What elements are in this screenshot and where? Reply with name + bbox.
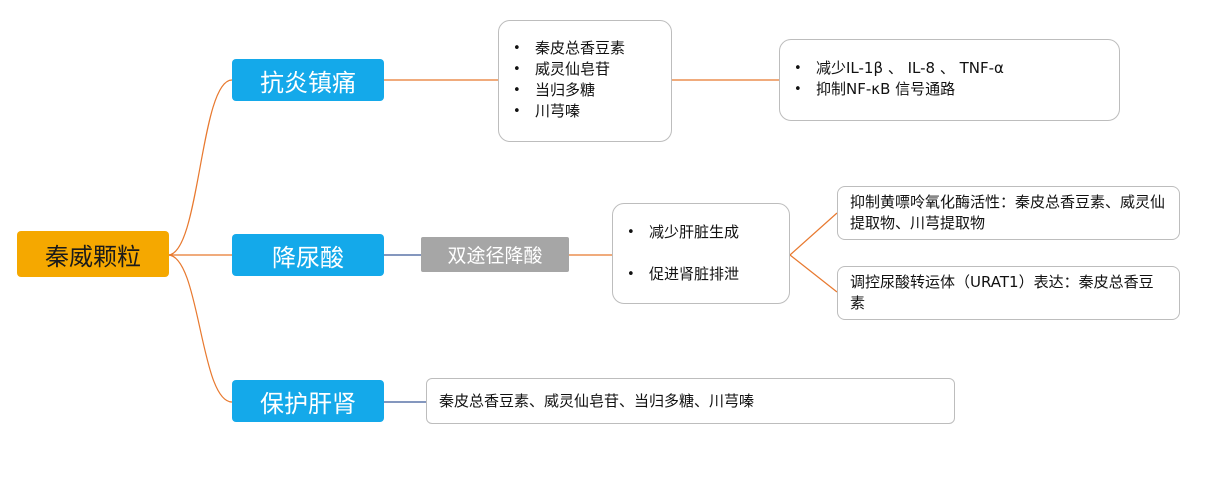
branch-protect: 保护肝肾 (232, 380, 384, 422)
branch-protect-label: 保护肝肾 (260, 389, 356, 418)
list-item: 抑制NF-κB 信号通路 (780, 79, 1119, 100)
uric-routes-box: 减少肝脏生成 促进肾脏排泄 (612, 203, 790, 304)
list-item: 减少肝脏生成 (613, 222, 789, 243)
list-item: 促进肾脏排泄 (613, 264, 789, 285)
connector-root-anti (167, 79, 233, 256)
dual-pathway-label: 双途径降酸 (447, 245, 543, 267)
connector-routes-kidney (789, 254, 838, 293)
anti-mechanisms-box: 减少IL-1β 、 IL-8 、 TNF-α 抑制NF-κB 信号通路 (779, 39, 1120, 121)
list-item: 减少IL-1β 、 IL-8 、 TNF-α (780, 58, 1119, 79)
protect-components-box: 秦皮总香豆素、威灵仙皂苷、当归多糖、川芎嗪 (426, 378, 955, 424)
anti-components-box: 秦皮总香豆素 威灵仙皂苷 当归多糖 川芎嗪 (498, 20, 672, 142)
kidney-detail-text: 调控尿酸转运体（URAT1）表达：秦皮总香豆素 (850, 273, 1154, 312)
branch-uric-acid-label: 降尿酸 (272, 243, 344, 272)
root-label: 秦威颗粒 (45, 242, 141, 271)
liver-detail-box: 抑制黄嘌呤氧化酶活性：秦皮总香豆素、威灵仙提取物、川芎提取物 (837, 186, 1180, 240)
list-item: 威灵仙皂苷 (499, 59, 671, 80)
list-item: 当归多糖 (499, 80, 671, 101)
kidney-detail-box: 调控尿酸转运体（URAT1）表达：秦皮总香豆素 (837, 266, 1180, 320)
branch-anti-inflammatory-label: 抗炎镇痛 (260, 68, 356, 97)
liver-detail-text: 抑制黄嘌呤氧化酶活性：秦皮总香豆素、威灵仙提取物、川芎提取物 (850, 193, 1166, 232)
root-node: 秦威颗粒 (17, 231, 169, 277)
branch-anti-inflammatory: 抗炎镇痛 (232, 59, 384, 101)
connector-root-protect (167, 254, 233, 403)
protect-components-text: 秦皮总香豆素、威灵仙皂苷、当归多糖、川芎嗪 (439, 392, 755, 410)
branch-uric-acid: 降尿酸 (232, 234, 384, 276)
list-item: 秦皮总香豆素 (499, 38, 671, 59)
connector-routes-liver (789, 212, 838, 256)
list-item: 川芎嗪 (499, 101, 671, 122)
dual-pathway-tag: 双途径降酸 (421, 237, 569, 272)
